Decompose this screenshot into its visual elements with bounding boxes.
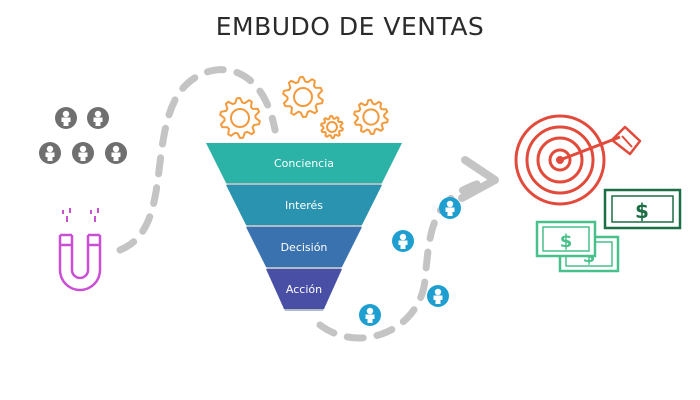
gear-hub [326,121,338,133]
converted-people-group [359,197,461,326]
people-group-icon [39,107,127,164]
gear-icon [282,76,324,118]
person-icon [392,230,414,252]
gear-hub [230,108,250,128]
magnet-icon [58,208,102,292]
funnel-stage-label: Conciencia [274,157,334,170]
person-icon [439,197,461,219]
funnel-stage-label: Interés [285,199,323,212]
money-bill-icon: $ [535,220,597,258]
arrow-icon [458,156,499,202]
journey-path-left [116,66,279,254]
page-title: EMBUDO DE VENTAS [215,12,485,41]
funnel-stage-shadow [284,309,324,311]
money-bill-icon: $ [603,188,682,230]
funnel-stage-label: Decisión [281,241,328,254]
gear-hub [362,108,380,126]
money-sign: $ [635,199,649,223]
gear-icon [353,99,389,135]
funnel-stage-1 [206,143,402,183]
gears-group [219,76,389,139]
funnel-stage-3 [246,227,362,267]
gear-icon [219,97,261,139]
funnel-stage-label: Acción [286,283,322,296]
person-icon [427,285,449,307]
funnel-stage-2 [226,185,382,225]
funnel-stage-shadow [226,183,382,185]
target-icon [514,114,642,206]
gear-icon [320,115,344,139]
money-sign: $ [560,231,573,252]
funnel-stage-4 [266,269,342,309]
funnel-stage-shadow [246,225,362,227]
gear-hub [293,87,313,107]
funnel-stage-shadow [266,267,342,269]
person-icon [359,304,381,326]
